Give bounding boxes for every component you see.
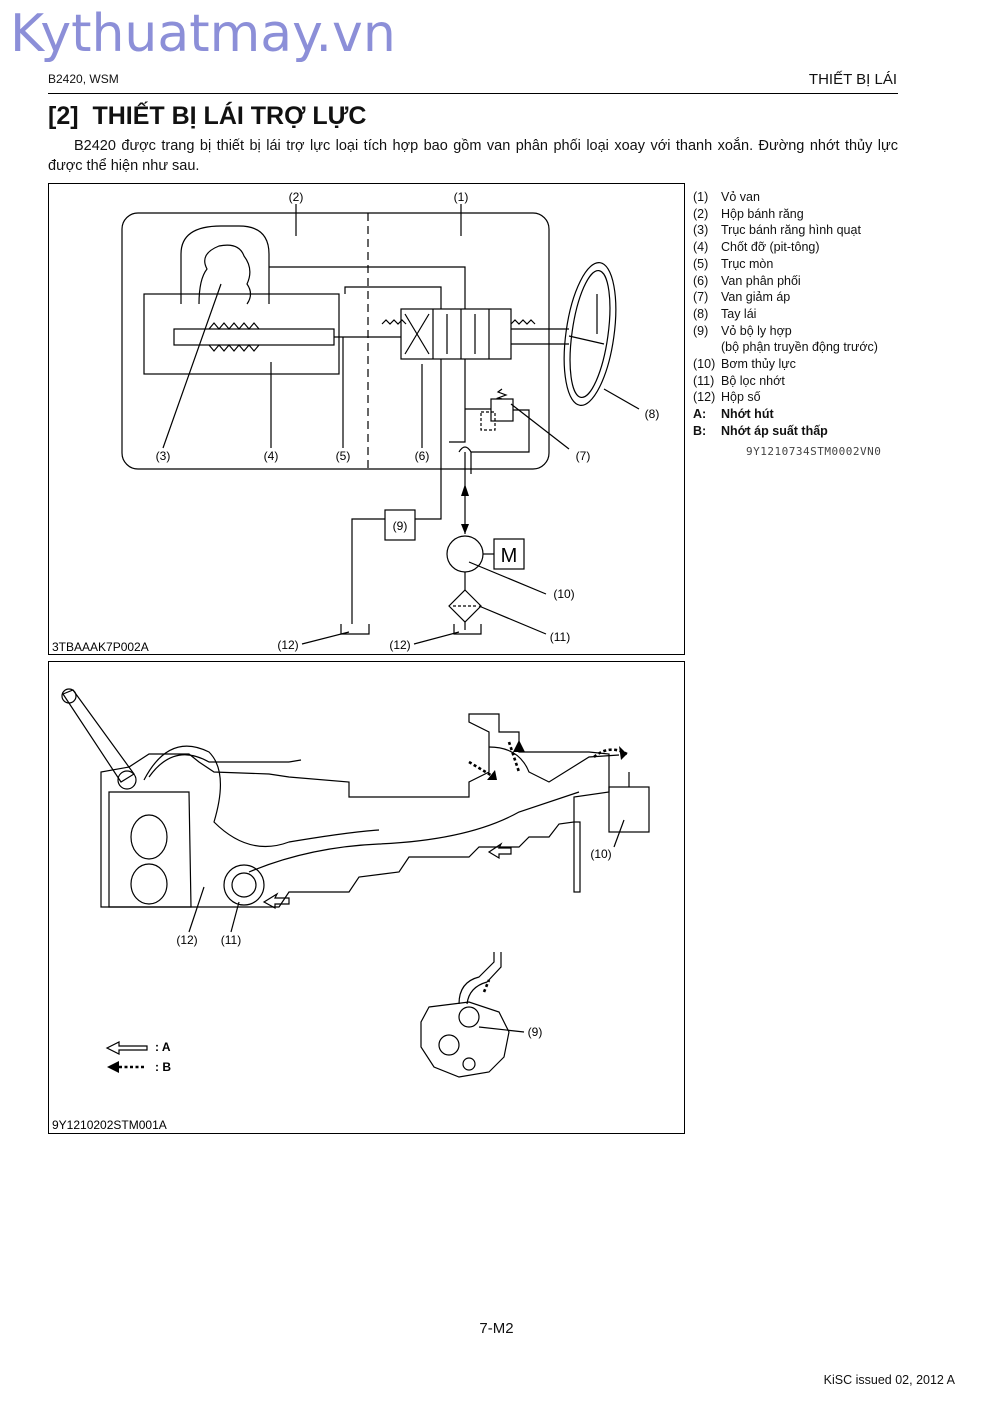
arrow-a-key bbox=[105, 1041, 148, 1055]
diagram-callout-1: (1) bbox=[454, 190, 469, 204]
legend-item: (11)Bộ lọc nhớt bbox=[693, 373, 785, 388]
pipe-upper bbox=[269, 266, 466, 309]
section-title: [2] THIẾT BỊ LÁI TRỢ LỰC bbox=[48, 102, 367, 130]
issued-note: KiSC issued 02, 2012 A bbox=[823, 1373, 955, 1387]
gearbox-housing bbox=[121, 212, 550, 470]
worm-teeth-top bbox=[208, 322, 260, 330]
diagram-callout-2: (2) bbox=[289, 190, 304, 204]
oil-filter-drawing bbox=[223, 864, 265, 906]
worm-shaft bbox=[173, 328, 335, 346]
relief-valve bbox=[490, 398, 514, 422]
legend-item: (7)Van giảm áp bbox=[693, 290, 791, 305]
tank-left bbox=[340, 624, 370, 635]
watermark: Kythuatmay.vn bbox=[10, 4, 396, 64]
diagram-callout-4: (4) bbox=[264, 449, 279, 463]
photo-callout-9: (9) bbox=[528, 1025, 543, 1039]
clutch-housing-drawing bbox=[420, 1001, 510, 1078]
diagram-code: 3TBAAAK7P002A bbox=[52, 640, 149, 654]
legend-code: 9Y1210734STM0002VN0 bbox=[746, 445, 882, 458]
upper-pipe bbox=[148, 754, 289, 778]
legend-item: (8)Tay lái bbox=[693, 306, 757, 321]
photo-callout-11: (11) bbox=[221, 933, 241, 947]
diagram-callout-12b: (12) bbox=[389, 638, 410, 652]
distribution-valve bbox=[400, 308, 512, 360]
tank-right bbox=[453, 624, 482, 635]
diagram-callout-7: (7) bbox=[576, 449, 591, 463]
legend-item: (5)Trục mòn bbox=[693, 256, 774, 271]
pipe-inner bbox=[344, 286, 442, 309]
diagram-callout-12a: (12) bbox=[277, 638, 298, 652]
diagram-callout-6: (6) bbox=[415, 449, 430, 463]
diagram-callout-11: (11) bbox=[550, 630, 570, 644]
legend-item-b: B:Nhớt áp suất thấp bbox=[693, 423, 828, 438]
suction-pipe bbox=[143, 745, 380, 848]
header-rule bbox=[48, 93, 898, 94]
plate-hole-upper bbox=[130, 814, 168, 860]
hydraulic-schematic: (2) (1) (3) (4) (5) (6) (7) (8) (9) (10)… bbox=[52, 190, 660, 654]
assembly-illustration: (10) (11) (12) (9) : A : B 9Y1210202STM0… bbox=[48, 661, 685, 1134]
legend-item: (2)Hộp bánh răng bbox=[693, 206, 804, 221]
diagram-callout-9: (9) bbox=[393, 519, 408, 533]
legend-item: (6)Van phân phối bbox=[693, 273, 801, 288]
cylinder-block bbox=[143, 293, 340, 375]
assembly-drawing: (10) (11) (12) (9) : A : B 9Y1210202STM0… bbox=[52, 688, 650, 1132]
legend-item: (9)Vỏ bộ ly hợp bbox=[693, 323, 792, 338]
transmission-case bbox=[100, 713, 610, 908]
pressure-pipe bbox=[248, 791, 580, 873]
key-a-label: : A bbox=[155, 1040, 171, 1054]
worm-teeth-bottom bbox=[208, 344, 260, 352]
legend-item: (4)Chốt đỡ (pit-tông) bbox=[693, 240, 820, 255]
legend-item: (12)Hộp số bbox=[693, 390, 761, 405]
steering-wheel bbox=[563, 262, 617, 406]
clutch-housing-box bbox=[384, 509, 416, 541]
header-model: B2420, WSM bbox=[48, 72, 119, 86]
diagram-callout-5: (5) bbox=[336, 449, 351, 463]
legend: (1)Vỏ van (2)Hộp bánh răng (3)Trục bánh … bbox=[693, 189, 878, 440]
front-plate bbox=[108, 791, 192, 908]
legend-item: (bộ phận truyền động trước) bbox=[721, 340, 878, 355]
return-pipe bbox=[488, 746, 620, 783]
diagram-callout-8: (8) bbox=[645, 407, 660, 421]
hydraulic-pump bbox=[446, 535, 484, 573]
intro-paragraph: B2420 được trang bị thiết bị lái trợ lực… bbox=[48, 138, 898, 174]
photo-callout-10: (10) bbox=[590, 847, 611, 861]
photo-code: 9Y1210202STM001A bbox=[52, 1118, 167, 1132]
motor-box bbox=[493, 538, 525, 570]
photo-callout-12: (12) bbox=[176, 933, 197, 947]
plate-hole-lower bbox=[130, 863, 168, 905]
legend-item-a: A:Nhớt hút bbox=[693, 407, 774, 422]
hydraulic-pump-drawing bbox=[608, 786, 650, 833]
legend-item: (3)Trục bánh răng hình quạt bbox=[693, 223, 861, 238]
diagram-callout-10: (10) bbox=[553, 587, 574, 601]
hydraulic-diagram: (2) (1) (3) (4) (5) (6) (7) (8) (9) (10)… bbox=[48, 183, 685, 655]
legend-item: (10)Bơm thủy lực bbox=[693, 357, 796, 372]
sector-gear-arch bbox=[180, 225, 270, 304]
return-line bbox=[351, 359, 442, 624]
header-chapter: THIẾT BỊ LÁI bbox=[808, 71, 897, 88]
page-number: 7-M2 bbox=[479, 1320, 514, 1337]
motor-label: M bbox=[501, 545, 518, 567]
sector-gear bbox=[198, 244, 252, 305]
key-b-label: : B bbox=[155, 1060, 171, 1074]
diagram-callout-3: (3) bbox=[156, 449, 171, 463]
legend-item: (1)Vỏ van bbox=[693, 190, 760, 204]
